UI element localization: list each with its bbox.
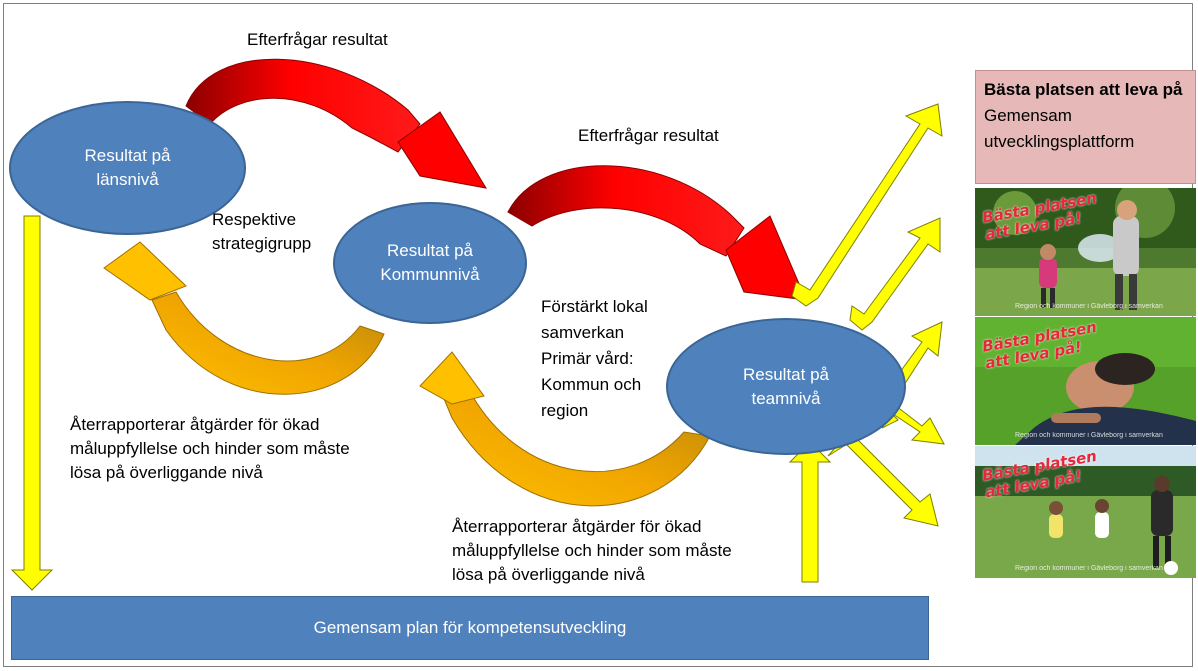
request-arrow-top-head [397,111,488,189]
label-strategy-group: Respektive strategigrupp [212,210,312,253]
label-requests-middle: Efterfrågar resultat [578,126,719,145]
label-report-bottom: Återrapporterar åtgärder för ökad målupp… [452,517,732,584]
double-arrow-2 [849,217,941,331]
photo-3: Bästa platsen att leva på! Region och ko… [975,446,1196,578]
photo-2: Bästa platsen att leva på! Region och ko… [975,317,1196,445]
side-panel-title: Bästa platsen att leva på [984,80,1183,99]
competence-plan-bar: Gemensam plan för kompetensutveckling [11,596,929,660]
photo-1-caption: Region och kommuner i Gävleborg i samver… [1015,303,1163,310]
photo-2-caption: Region och kommuner i Gävleborg i samver… [1015,432,1163,439]
photo-3-image [975,446,1196,578]
photo-3-caption: Region och kommuner i Gävleborg i samver… [1015,565,1163,572]
node-team-level: Resultat på teamnivå [666,318,906,455]
request-arrow-top [185,58,421,153]
double-arrow-1 [791,103,943,307]
node-county-level: Resultat på länsnivå [9,101,246,235]
report-arrow-left-head [103,241,187,301]
label-local-collaboration: Förstärkt lokal samverkan Primär vård: K… [541,297,648,420]
label-requests-top: Efterfrågar resultat [247,30,388,49]
node-municipality-level: Resultat på Kommunnivå [333,202,527,324]
flow-arrow-down [10,215,54,591]
label-report-left: Återrapporterar åtgärder för ökad målupp… [70,415,350,482]
report-arrow-bottom [441,387,711,507]
request-arrow-middle-head [725,215,807,301]
flow-arrow-up [788,441,832,583]
side-panel: Bästa platsen att leva på Gemensam utvec… [975,70,1196,578]
photo-2-image [975,317,1196,445]
report-arrow-bottom-head [419,351,485,405]
report-arrow-left [151,291,385,395]
photo-1: Bästa platsen att leva på! Region och ko… [975,188,1196,316]
photo-1-image [975,188,1196,316]
side-panel-subtitle: Gemensam utvecklingsplattform [984,106,1135,151]
side-panel-header: Bästa platsen att leva på Gemensam utvec… [975,70,1196,184]
request-arrow-middle [507,165,745,257]
